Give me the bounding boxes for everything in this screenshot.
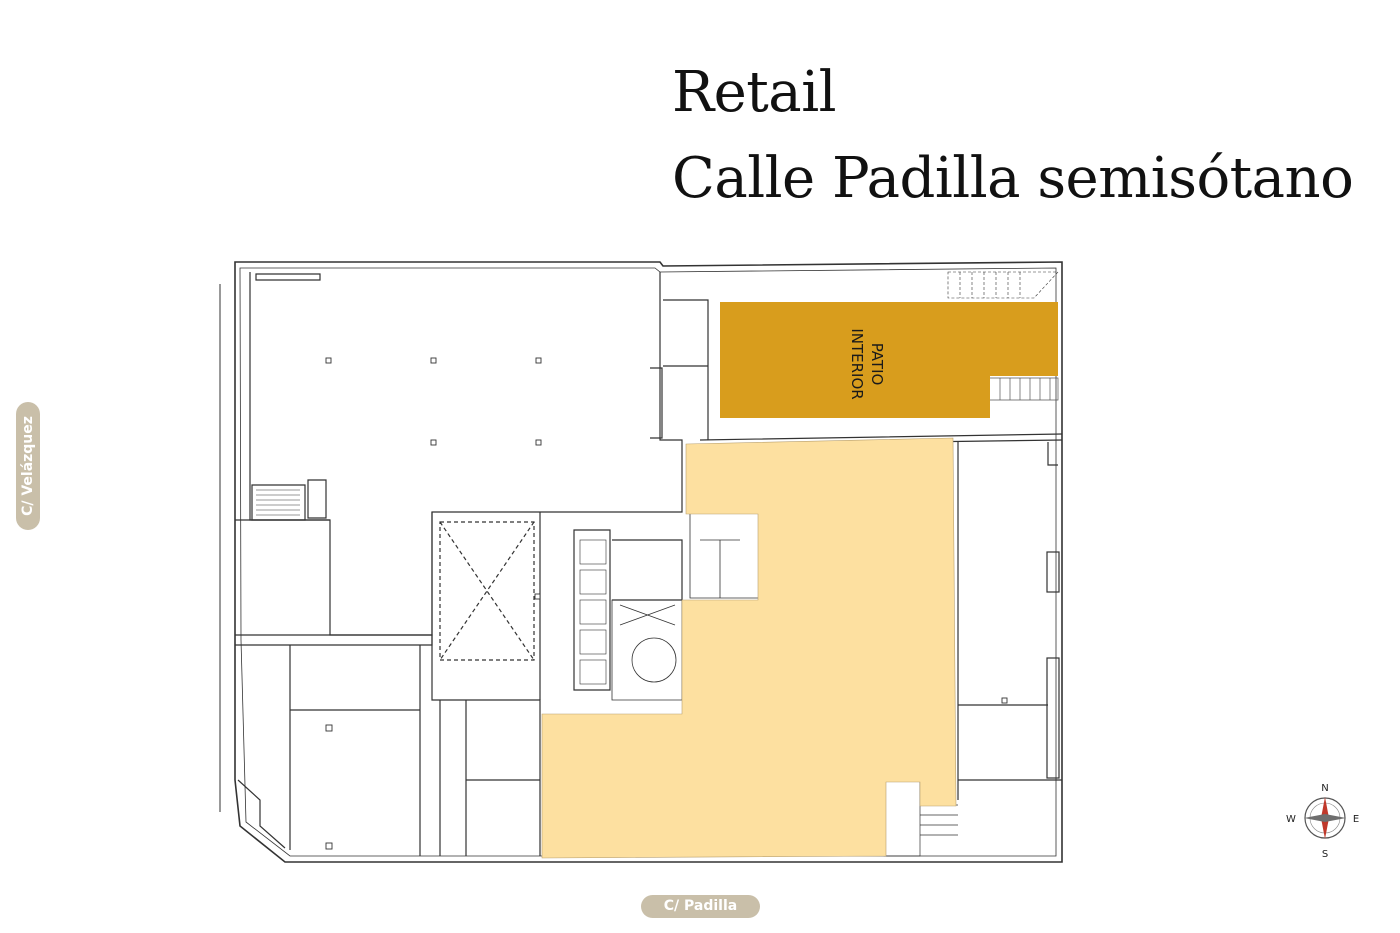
column (535, 357, 542, 364)
compass-w: W (1286, 814, 1296, 825)
title-line-2: Calle Padilla semisótano (672, 146, 1354, 211)
column-right (1046, 657, 1060, 779)
column (325, 724, 333, 732)
retail-area (541, 437, 957, 859)
title-line-1: Retail (672, 60, 837, 125)
lift-shafts (579, 539, 607, 685)
column-right (1046, 551, 1060, 593)
atrium-cross (439, 521, 535, 661)
street-label-padilla: C/ Padilla (641, 895, 760, 918)
column (535, 439, 542, 446)
compass-rose: N S E W (1286, 783, 1359, 860)
patio-interior (720, 302, 1058, 418)
stairs-top-right (947, 271, 1059, 299)
wall-segment (650, 299, 709, 440)
column (325, 842, 333, 850)
outer-wall (234, 261, 1063, 863)
stair-core (611, 599, 683, 701)
compass-e: E (1353, 814, 1359, 825)
compass-n: N (1321, 783, 1328, 794)
wall-segment (251, 479, 327, 521)
column (430, 439, 437, 446)
wall-segment (249, 272, 683, 636)
toilet-room (689, 511, 761, 599)
outer-wall-inner (239, 267, 1057, 857)
compass-needle-ew (1304, 814, 1346, 822)
patio-label-line-2: INTERIOR (848, 328, 866, 399)
wall-segment (237, 779, 286, 849)
column (430, 357, 437, 364)
core-walls (539, 512, 683, 700)
patio-label-line-1: PATIO (868, 343, 886, 386)
wall-segment (255, 273, 321, 281)
stairs-left (256, 489, 300, 516)
spiral-stair (631, 637, 677, 683)
compass-s: S (1322, 849, 1328, 860)
wall-segment (289, 645, 421, 856)
column (1001, 697, 1008, 704)
street-label-velazquez: C/ Velázquez (16, 402, 40, 530)
wall-segment (235, 519, 433, 646)
column (325, 357, 332, 364)
column (534, 593, 541, 600)
patio-stairs (990, 377, 1059, 401)
wall-segment (431, 512, 541, 856)
page-title: Retail Calle Padilla semisótano (672, 50, 1354, 222)
atrium (439, 521, 535, 661)
wall-segment (957, 442, 1062, 800)
